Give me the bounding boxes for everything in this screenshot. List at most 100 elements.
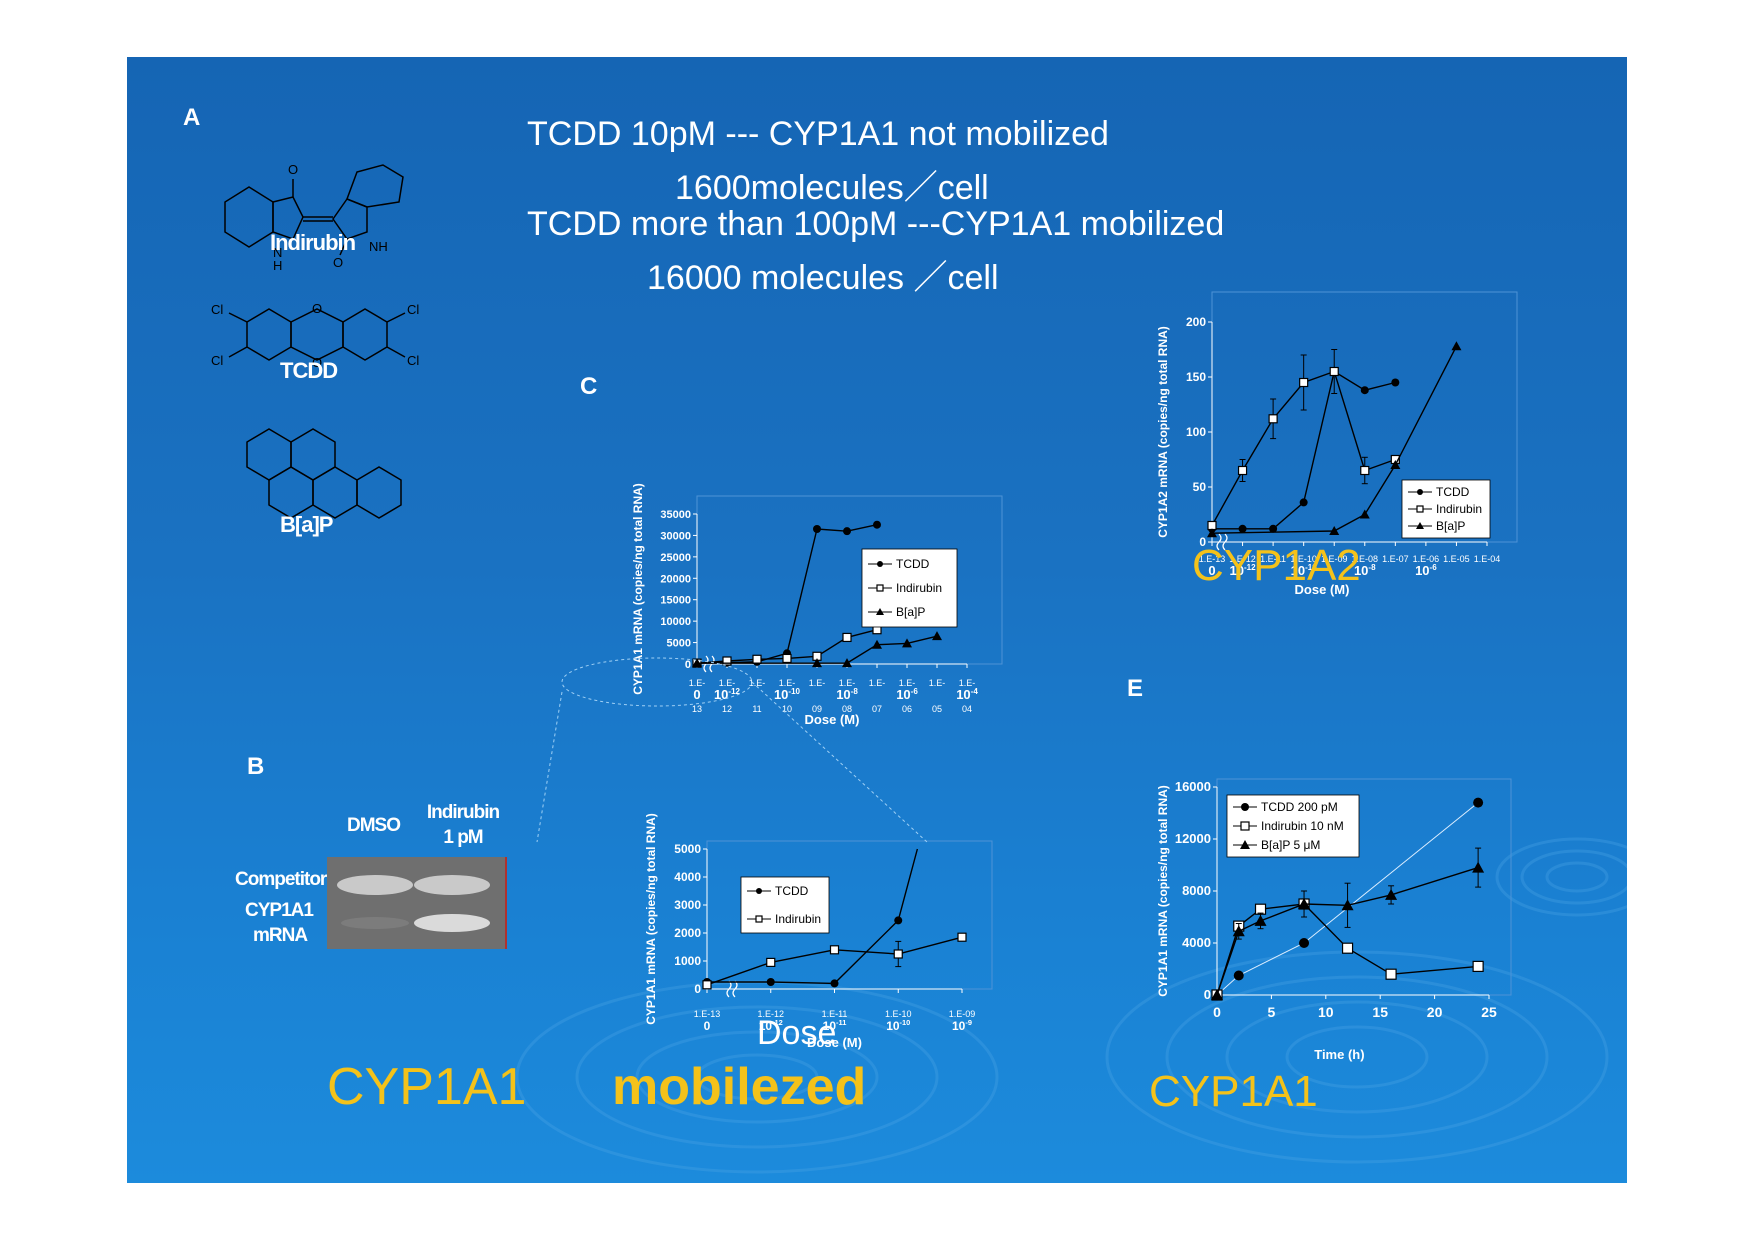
atom-label: Cl [407,302,419,317]
y-tick-label: 5000 [674,842,701,856]
data-point-circle [766,978,775,986]
x-tick-label: 13 [692,704,702,714]
x-power-label: 10-10 [886,1018,910,1033]
panel-e-letter: E [1127,675,1144,702]
data-point-square [1341,942,1354,954]
x-tick-label: 1.E-06 [1413,554,1440,564]
legend-label: B[a]P [896,605,925,619]
x-tick-label: 1.E-13 [1199,554,1226,564]
x-tick-label: 1.E- [899,678,916,688]
data-point-triangle [812,658,822,668]
legend-label: B[a]P 5 μM [1261,838,1320,852]
compound-label-bap: B[a]P [280,512,333,537]
compound-label-tcdd: TCDD [280,358,338,383]
data-point-square [893,949,903,959]
atom-label: O [288,162,298,177]
x-tick-label: 1.E- [719,678,736,688]
atom-label: N [273,245,282,260]
legend-marker-triangle [876,608,884,615]
zoom-connector [536,657,928,843]
x-tick-label: 1.E- [929,678,946,688]
data-point-square [957,932,967,942]
y-axis-label: CYP1A1 mRNA (copies/ng total RNA) [1156,785,1170,997]
x-axis-label: Dose (M) [1295,582,1350,597]
data-point-triangle [902,638,912,648]
x-tick-label: 1.E-04 [1474,554,1501,564]
legend-marker-circle [1417,489,1423,495]
legend-marker-square [1416,505,1424,513]
y-tick-label: 30000 [660,530,691,542]
y-tick-label: 50 [1193,480,1207,494]
data-point-triangle [1329,526,1340,535]
headline-line-2: 1600molecules／cell [675,169,989,207]
x-tick-label: 1.E-10 [1290,554,1317,564]
x-tick-label: 07 [872,704,882,714]
x-tick-label: 0 [1213,1004,1221,1020]
data-point-circle [1269,524,1278,533]
panel-b-letter: B [247,753,265,780]
data-point-square [1237,465,1248,476]
data-point-circle [813,525,821,533]
y-axis-label: CYP1A2 mRNA (copies/ng total RNA) [1156,326,1170,538]
atom-label: Cl [211,302,223,317]
caption-dose: Dose [757,1014,837,1052]
data-point-square [1360,465,1370,476]
y-tick-label: 100 [1186,425,1206,439]
x-tick-label: 12 [722,704,732,714]
series-line-circle [1216,802,1479,996]
headline-line-1: TCDD 10pM --- CYP1A1 not mobilized [527,115,1109,153]
x-tick-label: 11 [752,704,761,714]
bap-structure [246,428,402,519]
chemical-structures: O N H O NH Cl Cl Cl Cl O O [211,162,419,519]
series-line-triangle [697,635,938,664]
data-point-circle [1473,797,1484,808]
x-tick-label: 1.E-10 [885,1009,912,1019]
gel-row-competitor: Competitor [235,869,327,890]
chart-c-zoom: 0100020003000400050001.E-1301.E-1210-121… [644,813,993,1050]
data-point-square [842,632,852,643]
data-point-triangle [692,658,702,668]
x-power-label: 0 [704,1019,711,1033]
x-tick-label: 06 [902,704,912,714]
caption-cyp1a1-right: CYP1A1 [1149,1067,1318,1116]
x-tick-label: 1.E-08 [1352,554,1379,564]
caption-cyp1a2: CYP1A2 [1192,541,1361,590]
gel-lane-indirubin: Indirubin [426,802,500,823]
y-tick-label: 200 [1186,315,1206,329]
headline-line-3: TCDD more than 100pM ---CYP1A1 mobilized [527,205,1225,243]
x-tick-label: 1.E-09 [949,1009,976,1019]
legend-marker-triangle [1416,522,1424,529]
data-point-triangle [1232,925,1245,937]
gel-lane-concentration: 1 pM [443,827,483,848]
x-tick-label: 09 [812,704,822,714]
legend-marker-circle [877,561,883,567]
panel-a-letter: A [183,104,201,131]
series-line-square [706,936,963,986]
y-tick-label: 12000 [1175,831,1211,846]
headline-line-4: 16000 molecules ／cell [647,259,999,297]
data-point-triangle [1211,989,1223,1000]
x-tick-label: 1.E- [749,678,766,688]
x-power-label: 10-12 [714,687,741,702]
x-tick-label: 1.E- [839,678,856,688]
data-point-triangle [842,658,852,668]
data-point-circle [843,527,851,536]
x-power-label: 10-8 [1354,563,1376,578]
data-point-circle [1233,970,1244,981]
data-point-square [1299,377,1309,388]
y-tick-label: 35000 [660,509,691,521]
y-tick-label: 16000 [1175,779,1211,794]
x-axis-label: Dose (M) [805,712,860,727]
gel-image [327,857,507,949]
data-point-circle [1391,378,1400,387]
data-point-triangle [932,631,942,641]
atom-label: O [333,255,343,270]
x-tick-label: 15 [1372,1004,1388,1020]
data-point-square [829,945,840,955]
y-tick-label: 8000 [1182,883,1211,898]
data-point-triangle [1254,914,1267,926]
legend-label: Indirubin [775,912,821,926]
gel-row-mrna: mRNA [253,925,308,946]
x-tick-label: 1.E-11 [1260,554,1286,564]
